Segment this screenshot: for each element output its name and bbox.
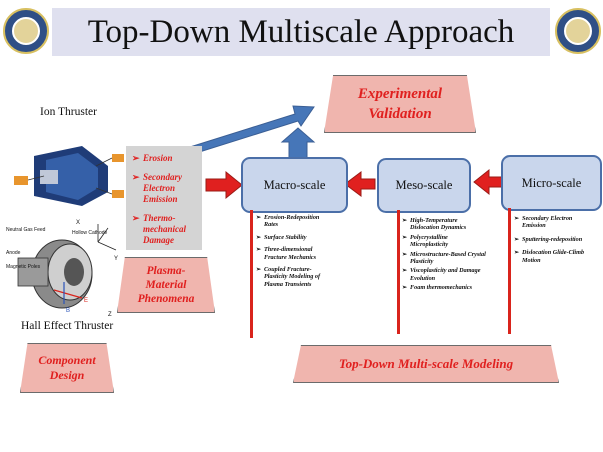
list-item: Secondary Electron Emission bbox=[514, 215, 594, 230]
field-label-e: E bbox=[84, 298, 88, 304]
axis-label-y: Y bbox=[114, 256, 118, 262]
meso-scale-bar bbox=[397, 210, 400, 334]
university-seal-logo bbox=[3, 8, 49, 54]
experimental-validation-box: Experimental Validation bbox=[324, 75, 476, 133]
list-item: Foam thermomechanics bbox=[402, 284, 486, 292]
micro-scale-box: Micro-scale bbox=[501, 155, 602, 211]
effect-thermo-mechanical-damage: Thermo-mechanical Damage bbox=[132, 213, 200, 246]
page-title: Top-Down Multiscale Approach bbox=[87, 14, 515, 50]
field-label-b: B bbox=[66, 308, 70, 314]
meso-scale-list: High-Temperature Dislocation Dynamics Po… bbox=[402, 217, 486, 294]
list-item: Surface Stability bbox=[256, 234, 330, 242]
axis-label-z: Z bbox=[108, 312, 112, 318]
hall-thruster-diagram: Neutral Gas Feed Hollow Cathode Anode Ma… bbox=[6, 220, 118, 318]
list-item: Sputtering-redeposition bbox=[514, 236, 594, 244]
ion-thruster-label: Ion Thruster bbox=[40, 106, 97, 118]
list-item: Coupled Fracture-Plasticity Modeling of … bbox=[256, 266, 330, 288]
list-item: Microstructure-Based Crystal Plasticity bbox=[402, 251, 486, 266]
list-item: Dislocation Glide-Climb Motion bbox=[514, 249, 594, 264]
list-item: High-Temperature Dislocation Dynamics bbox=[402, 217, 486, 232]
hall-thruster-label: Hall Effect Thruster bbox=[21, 320, 114, 332]
title-banner bbox=[52, 8, 550, 56]
red-arrow-to-macro bbox=[205, 170, 243, 200]
macro-scale-list: Erosion-Redeposition Rates Surface Stabi… bbox=[256, 214, 330, 293]
effect-erosion: Erosion bbox=[132, 153, 200, 164]
axis-label-x: X bbox=[76, 220, 80, 226]
micro-scale-label: Micro-scale bbox=[521, 175, 582, 190]
macro-scale-box: Macro-scale bbox=[241, 157, 348, 213]
list-item: Three-dimensional Fracture Mechanics bbox=[256, 246, 330, 261]
red-arrow-micro-to-meso bbox=[473, 168, 503, 196]
micro-scale-bar bbox=[508, 208, 511, 334]
effect-secondary-electron-emission: Secondary Electron Emission bbox=[132, 172, 200, 205]
plasma-effects-panel: Erosion Secondary Electron Emission Ther… bbox=[126, 146, 202, 250]
list-item: Erosion-Redeposition Rates bbox=[256, 214, 330, 229]
top-down-modeling-box: Top-Down Multi-scale Modeling bbox=[293, 345, 559, 383]
micro-scale-list: Secondary Electron Emission Sputtering-r… bbox=[514, 215, 594, 269]
diagram-label-magnetic-poles: Magnetic Poles bbox=[6, 264, 41, 270]
red-arrow-meso-to-macro bbox=[344, 171, 376, 197]
macro-scale-label: Macro-scale bbox=[263, 177, 326, 192]
diagram-label-anode: Anode bbox=[6, 250, 21, 256]
diagram-label-hollow-cathode: Hollow Cathode bbox=[72, 230, 108, 236]
list-item: Polycrystalline Microplasticity bbox=[402, 234, 486, 249]
department-seal-logo bbox=[555, 8, 601, 54]
blue-arrow-up bbox=[280, 127, 316, 159]
plasma-material-phenomena-box: Plasma-Material Phenomena bbox=[117, 257, 215, 313]
list-item: Viscoplasticity and Damage Evolution bbox=[402, 267, 486, 282]
diagram-label-neutral-gas: Neutral Gas Feed bbox=[6, 227, 46, 233]
meso-scale-label: Meso-scale bbox=[395, 178, 453, 192]
ion-thruster-image bbox=[12, 144, 130, 210]
component-design-box: Component Design bbox=[20, 343, 114, 393]
macro-scale-bar bbox=[250, 210, 253, 338]
blue-arrow-diagonal bbox=[189, 105, 315, 155]
meso-scale-box: Meso-scale bbox=[377, 158, 471, 213]
